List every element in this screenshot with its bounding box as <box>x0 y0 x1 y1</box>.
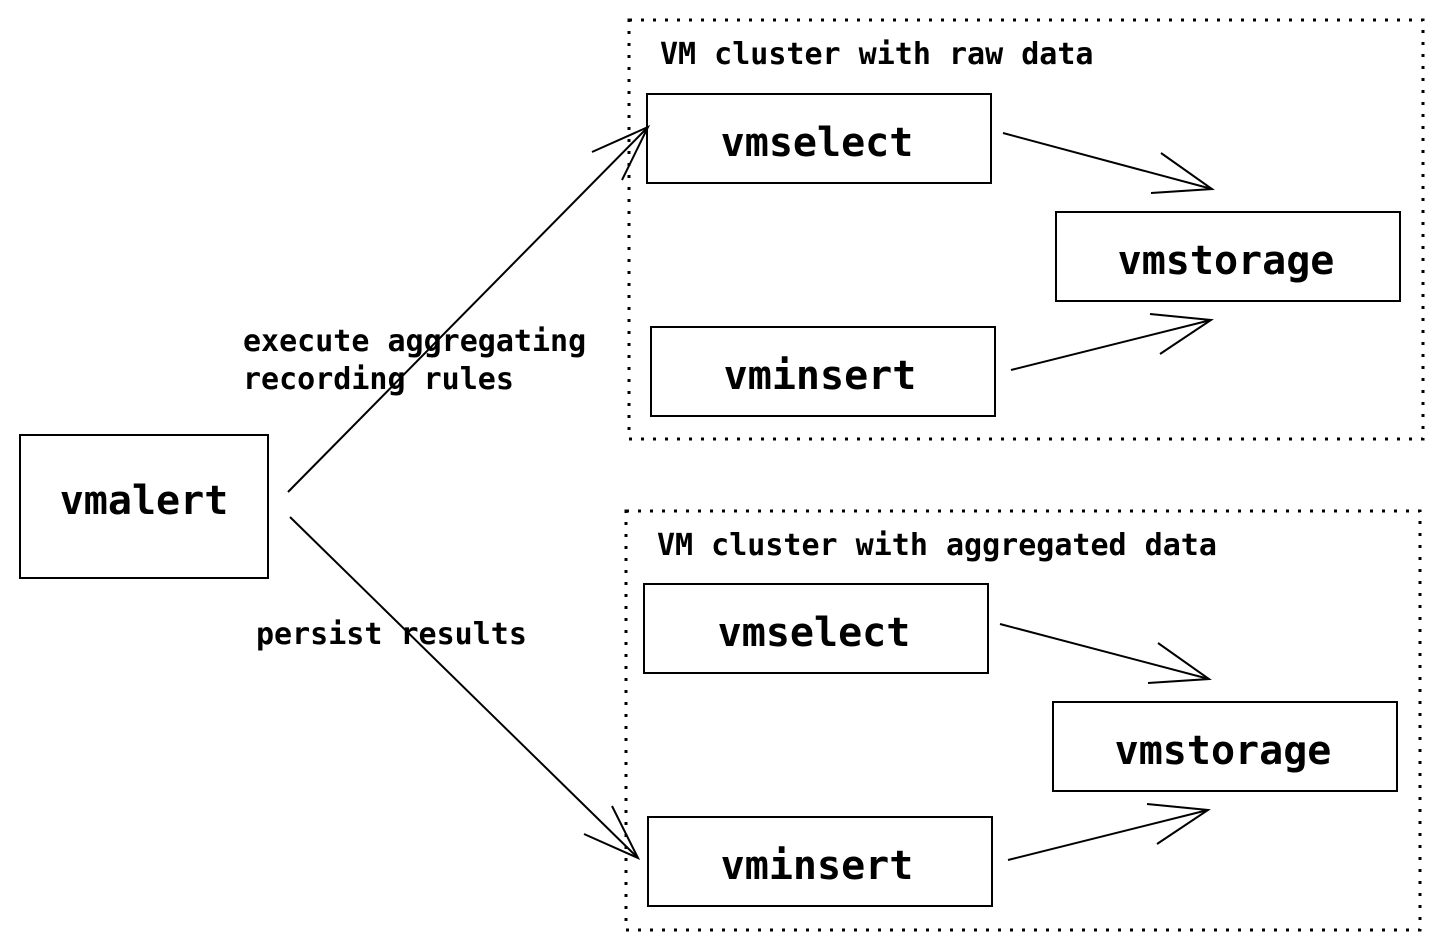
raw-data-cluster <box>627 18 1425 441</box>
arrowhead <box>1150 152 1215 194</box>
arrow-raw-vmselect-to-vmstorage <box>1002 132 1215 194</box>
aggregated-cluster-title: VM cluster with aggregated data <box>657 528 1217 563</box>
arrow-agg-vminsert-to-vmstorage <box>1007 803 1211 861</box>
arrowhead <box>1147 642 1212 684</box>
arrow-raw-vminsert-to-vmstorage <box>1010 313 1214 371</box>
raw-vminsert-box <box>650 326 996 417</box>
execute-label-line2: recording rules <box>243 362 514 397</box>
arrowhead <box>1146 803 1211 845</box>
agg-vmselect-box <box>643 583 989 674</box>
arrowhead <box>591 124 651 181</box>
aggregated-data-cluster <box>624 509 1422 932</box>
raw-vmstorage-node: vmstorage <box>1055 211 1401 302</box>
agg-vminsert-box <box>647 816 993 907</box>
arrow-vmalert-to-agg-vminsert <box>289 516 641 861</box>
agg-vmselect-label: vmselect <box>718 610 911 656</box>
agg-vmselect-node: vmselect <box>643 583 989 674</box>
raw-vmselect-node: vmselect <box>646 93 992 184</box>
raw-vmstorage-box <box>1055 211 1401 302</box>
arrow-agg-vmselect-to-vmstorage <box>999 623 1212 684</box>
arrow-vmalert-to-raw-vmselect <box>287 124 651 493</box>
vmalert-label: vmalert <box>60 478 229 524</box>
persist-label: persist results <box>256 617 527 652</box>
agg-vmstorage-node: vmstorage <box>1052 701 1398 792</box>
arrowhead <box>1149 313 1214 355</box>
agg-vmstorage-label: vmstorage <box>1115 728 1332 774</box>
vmalert-node: vmalert <box>19 434 269 579</box>
raw-vmselect-box <box>646 93 992 184</box>
raw-vmstorage-label: vmstorage <box>1118 238 1335 284</box>
raw-vminsert-node: vminsert <box>650 326 996 417</box>
vmalert-box <box>19 434 269 579</box>
agg-vminsert-label: vminsert <box>721 843 914 889</box>
arrowhead <box>583 805 641 861</box>
execute-label-line1: execute aggregating <box>243 324 586 359</box>
raw-vminsert-label: vminsert <box>724 353 917 399</box>
agg-vminsert-node: vminsert <box>647 816 993 907</box>
raw-vmselect-label: vmselect <box>721 120 914 166</box>
raw-cluster-title: VM cluster with raw data <box>660 37 1093 72</box>
agg-vmstorage-box <box>1052 701 1398 792</box>
